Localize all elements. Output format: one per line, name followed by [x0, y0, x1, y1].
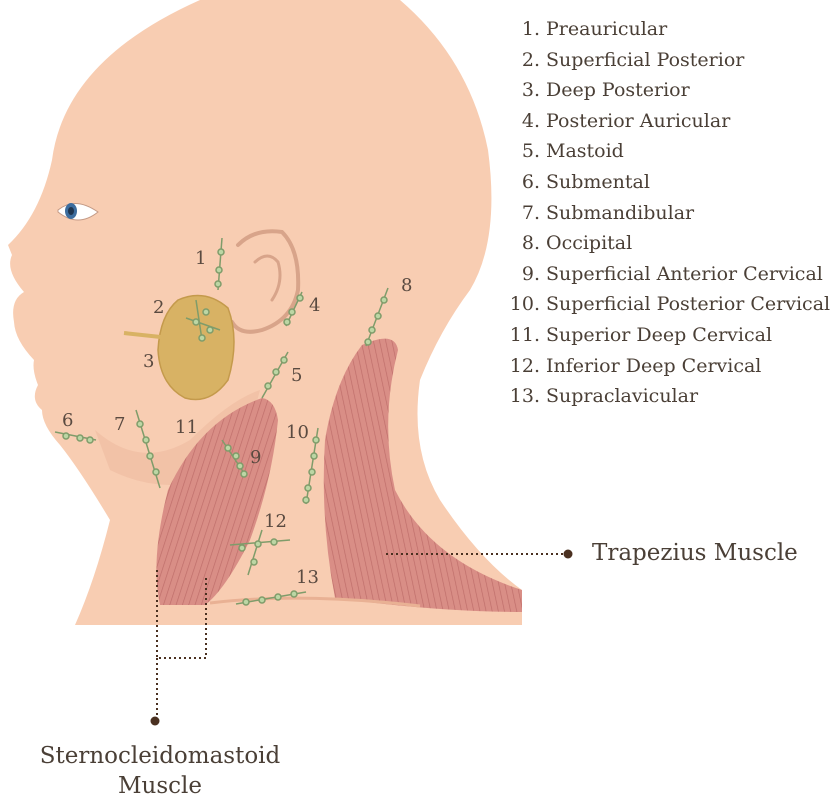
marker-6: 6	[62, 410, 73, 431]
legend-number: 6.	[500, 167, 540, 198]
legend-number: 8.	[500, 228, 540, 259]
legend-label: Supraclavicular	[546, 385, 698, 407]
legend-label: Superficial Posterior Cervical	[546, 293, 830, 315]
legend-item: 5. Mastoid	[500, 136, 830, 167]
legend-label: Mastoid	[546, 140, 624, 162]
legend-label: Inferior Deep Cervical	[546, 355, 761, 377]
legend-label: Submandibular	[546, 202, 694, 224]
legend-item: 4. Posterior Auricular	[500, 106, 830, 137]
trapezius-leader-dot	[564, 550, 573, 559]
marker-9: 9	[250, 447, 261, 468]
legend-item: 12. Inferior Deep Cervical	[500, 351, 830, 382]
lymph-node-legend: 1. Preauricular 2. Superficial Posterior 3…	[500, 14, 830, 412]
marker-10: 10	[286, 422, 309, 443]
parotid-gland	[158, 296, 234, 400]
marker-8: 8	[401, 275, 412, 296]
marker-13: 13	[296, 567, 319, 588]
legend-number: 13.	[500, 381, 540, 412]
legend-item: 11. Superior Deep Cervical	[500, 320, 830, 351]
sternocleidomastoid-leader-dot	[151, 717, 160, 726]
sternocleidomastoid-label-line2: Muscle	[30, 771, 290, 801]
legend-number: 5.	[500, 136, 540, 167]
sternocleidomastoid-label: Sternocleidomastoid Muscle	[30, 741, 290, 801]
marker-1: 1	[195, 248, 206, 269]
legend-item: 8. Occipital	[500, 228, 830, 259]
legend-label: Occipital	[546, 232, 632, 254]
legend-item: 6. Submental	[500, 167, 830, 198]
legend-label: Superficial Posterior	[546, 49, 744, 71]
legend-number: 7.	[500, 198, 540, 229]
marker-11: 11	[175, 417, 198, 438]
marker-2: 2	[153, 297, 164, 318]
legend-label: Deep Posterior	[546, 79, 690, 101]
legend-number: 12.	[500, 351, 540, 382]
marker-3: 3	[143, 351, 154, 372]
legend-number: 3.	[500, 75, 540, 106]
legend-label: Posterior Auricular	[546, 110, 730, 132]
legend-label: Superficial Anterior Cervical	[546, 263, 823, 285]
legend-number: 9.	[500, 259, 540, 290]
legend-label: Preauricular	[546, 18, 667, 40]
legend-label: Submental	[546, 171, 650, 193]
legend-number: 11.	[500, 320, 540, 351]
marker-4: 4	[309, 295, 320, 316]
trapezius-label: Trapezius Muscle	[592, 538, 798, 568]
legend-item: 13. Supraclavicular	[500, 381, 830, 412]
legend-item: 9. Superficial Anterior Cervical	[500, 259, 830, 290]
legend-number: 10.	[500, 289, 540, 320]
legend-item: 1. Preauricular	[500, 14, 830, 45]
marker-5: 5	[291, 365, 302, 386]
legend-item: 2. Superficial Posterior	[500, 45, 830, 76]
legend-item: 3. Deep Posterior	[500, 75, 830, 106]
legend-item: 10. Superficial Posterior Cervical	[500, 289, 830, 320]
legend-number: 1.	[500, 14, 540, 45]
legend-label: Superior Deep Cervical	[546, 324, 772, 346]
sternocleidomastoid-label-line1: Sternocleidomastoid	[30, 741, 290, 771]
marker-12: 12	[264, 511, 287, 532]
marker-7: 7	[114, 414, 125, 435]
legend-item: 7. Submandibular	[500, 198, 830, 229]
legend-number: 4.	[500, 106, 540, 137]
legend-number: 2.	[500, 45, 540, 76]
